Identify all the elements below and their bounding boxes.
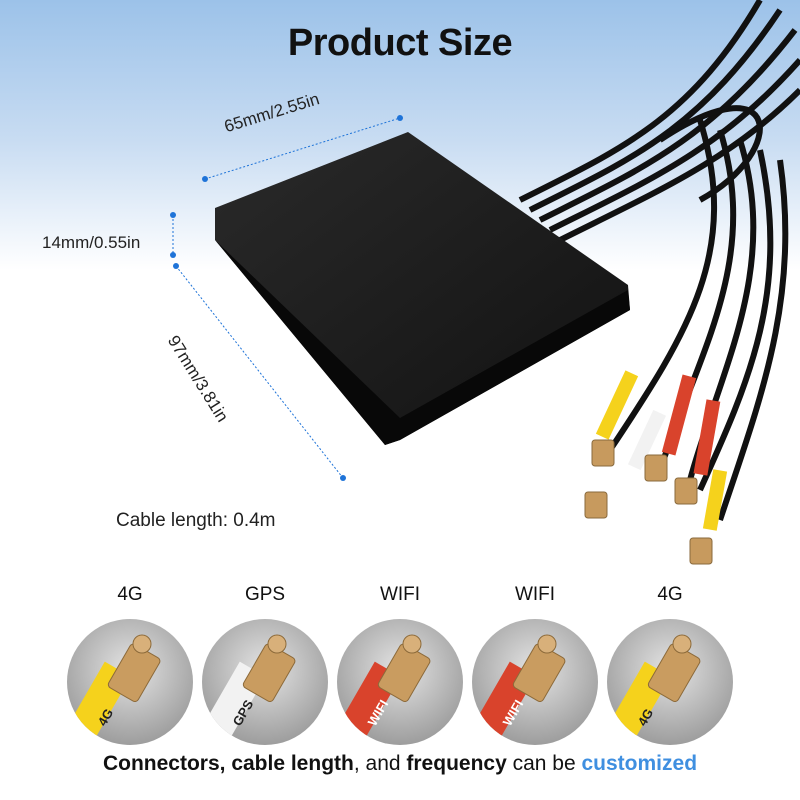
connector-label: WIFI <box>379 584 421 605</box>
connector-label: 4G <box>117 584 143 605</box>
connector-closeup: 4G <box>67 619 193 745</box>
page-title: Product Size <box>287 22 513 64</box>
customization-note: Connectors, cable length, and frequency … <box>0 752 800 776</box>
connector-label: GPS <box>244 584 286 605</box>
height-dimension-label: 14mm/0.55in <box>42 233 141 252</box>
connector-closeup: WIFI <box>472 619 598 745</box>
connector-label: WIFI <box>514 584 556 605</box>
footer-text-1: , and <box>353 752 407 775</box>
footer-text-2: can be <box>506 752 582 775</box>
footer-bold-1: Connectors, cable length <box>102 752 354 775</box>
connector-label: 4G <box>657 584 683 605</box>
dimension-lines <box>170 115 403 481</box>
connector-closeup: WIFI <box>337 619 463 745</box>
antenna-box <box>215 132 630 445</box>
footer-highlight: customized <box>581 752 698 775</box>
cable-bundle <box>518 0 800 521</box>
cable-connectors <box>584 370 728 565</box>
connector-closeup: 4G <box>607 619 733 745</box>
cable-length-label: Cable length: 0.4m <box>116 510 276 531</box>
footer-bold-2: frequency <box>406 752 507 775</box>
connector-closeup: GPS <box>202 619 328 745</box>
